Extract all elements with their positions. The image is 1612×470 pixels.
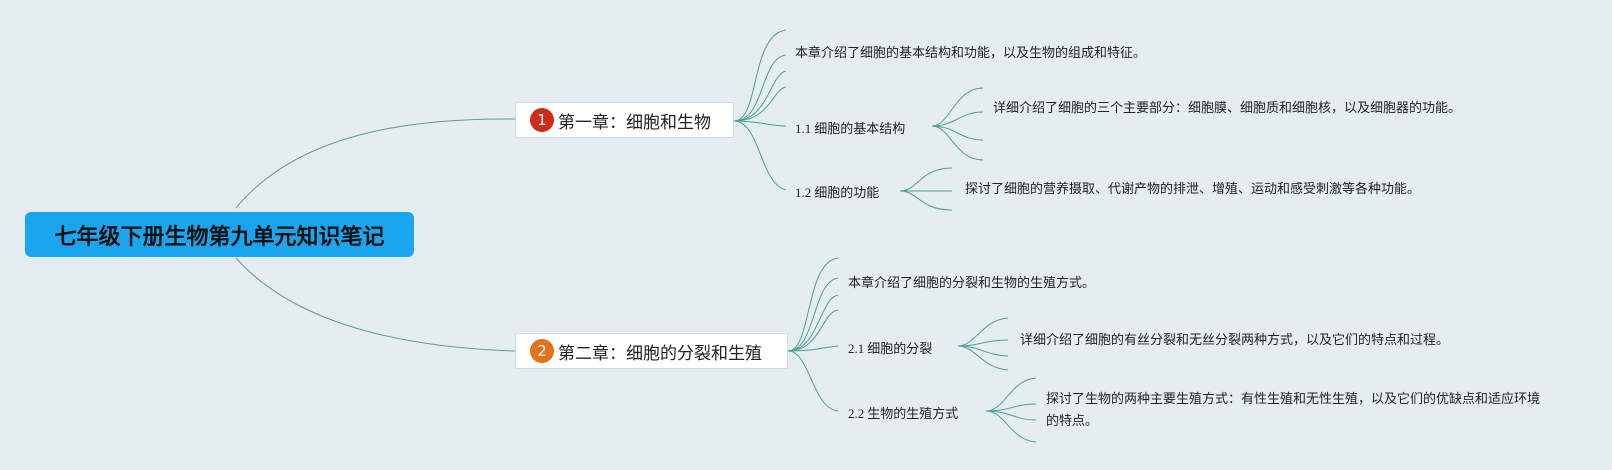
section-1-2-detail-text: 探讨了细胞的营养摄取、代谢产物的排泄、增殖、运动和感受刺激等各种功能。 — [965, 182, 1421, 197]
section-2-1-detail-text: 详细介绍了细胞的有丝分裂和无丝分裂两种方式，以及它们的特点和过程。 — [1020, 333, 1450, 348]
section-1-1-detail-text: 详细介绍了细胞的三个主要部分：细胞膜、细胞质和细胞核，以及细胞器的功能。 — [993, 101, 1462, 116]
section-2-1-detail[interactable]: 详细介绍了细胞的有丝分裂和无丝分裂两种方式，以及它们的特点和过程。 — [1020, 330, 1540, 352]
root-topic[interactable]: 七年级下册生物第九单元知识笔记 — [25, 212, 414, 257]
chapter-2-node[interactable]: 2 第二章：细胞的分裂和生殖 — [515, 333, 788, 369]
section-1-2-number: 1.2 — [795, 185, 812, 200]
chapter-1-summary-text: 本章介绍了细胞的基本结构和功能，以及生物的组成和特征。 — [795, 46, 1147, 61]
connectors-chapter-2 — [787, 257, 839, 412]
connector-root-chapter-1 — [235, 118, 516, 209]
section-1-1-title: 细胞的基本结构 — [814, 122, 906, 137]
section-2-2-detail-text: 探讨了生物的两种主要生殖方式：有性生殖和无性生殖，以及它们的优缺点和适应环境的特… — [1046, 392, 1541, 429]
connectors-section-1-2 — [899, 167, 953, 211]
section-2-1-title: 细胞的分裂 — [867, 342, 933, 357]
section-2-2-number: 2.2 — [848, 406, 865, 421]
connectors-section-1-1 — [931, 87, 984, 161]
marker-number-1-icon: 1 — [530, 108, 554, 132]
chapter-2-summary-text: 本章介绍了细胞的分裂和生物的生殖方式。 — [848, 276, 1096, 291]
section-2-2-title: 生物的生殖方式 — [867, 407, 959, 422]
connectors-chapter-1 — [733, 29, 787, 191]
connectors-section-2-1 — [957, 317, 1009, 371]
section-1-1-detail[interactable]: 详细介绍了细胞的三个主要部分：细胞膜、细胞质和细胞核，以及细胞器的功能。 — [993, 98, 1473, 120]
chapter-1-title: 第一章：细胞和生物 — [558, 112, 711, 133]
root-title: 七年级下册生物第九单元知识笔记 — [54, 224, 385, 250]
connector-root-chapter-2 — [235, 257, 516, 352]
chapter-2-summary[interactable]: 本章介绍了细胞的分裂和生物的生殖方式。 — [848, 272, 1095, 291]
chapter-1-summary[interactable]: 本章介绍了细胞的基本结构和功能，以及生物的组成和特征。 — [795, 42, 1146, 61]
section-2-2-detail[interactable]: 探讨了生物的两种主要生殖方式：有性生殖和无性生殖，以及它们的优缺点和适应环境的特… — [1046, 389, 1546, 433]
section-1-1-number: 1.1 — [795, 121, 812, 136]
section-1-2-detail[interactable]: 探讨了细胞的营养摄取、代谢产物的排泄、增殖、运动和感受刺激等各种功能。 — [965, 179, 1485, 201]
connectors-section-2-2 — [985, 377, 1037, 443]
chapter-1-node[interactable]: 1 第一章：细胞和生物 — [515, 102, 734, 138]
section-1-2-title: 细胞的功能 — [814, 186, 880, 201]
section-2-1-number: 2.1 — [848, 341, 865, 356]
chapter-2-title: 第二章：细胞的分裂和生殖 — [558, 343, 762, 364]
marker-number-2-icon: 2 — [530, 339, 554, 363]
